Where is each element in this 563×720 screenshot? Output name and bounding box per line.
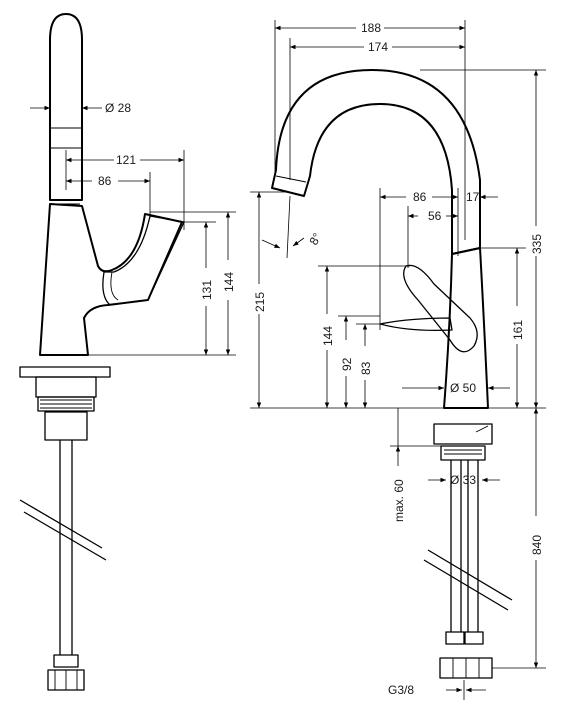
label-83: 83 <box>359 361 373 375</box>
label-161: 161 <box>511 320 525 340</box>
label-92: 92 <box>340 357 354 371</box>
label-131: 131 <box>200 280 214 300</box>
label-215: 215 <box>253 292 267 312</box>
label-8-degree: 8° <box>306 230 324 247</box>
front-base-plate <box>433 423 493 445</box>
label-144-mid: 144 <box>321 326 335 346</box>
label-86-left: 86 <box>98 174 112 188</box>
side-view-faucet <box>19 13 185 691</box>
side-spout <box>49 13 83 201</box>
front-spout <box>271 69 481 255</box>
label-56: 56 <box>428 209 442 223</box>
front-hoses <box>450 460 479 632</box>
label-max-60: max. 60 <box>392 479 406 522</box>
label-diameter-28: Ø 28 <box>105 101 131 115</box>
label-840: 840 <box>530 535 544 555</box>
label-86-mid: 86 <box>413 190 427 204</box>
label-144-left: 144 <box>222 272 236 292</box>
side-body <box>39 203 183 356</box>
label-diameter-33: Ø 33 <box>450 473 476 487</box>
label-335: 335 <box>530 234 544 254</box>
label-121: 121 <box>116 153 136 167</box>
dimension-labels: Ø 28 121 86 131 144 188 174 335 215 8° 8… <box>98 21 544 697</box>
label-diameter-50: Ø 50 <box>450 381 476 395</box>
front-view-dimensions <box>250 20 546 700</box>
side-base-plate <box>19 366 111 378</box>
label-174: 174 <box>368 40 388 54</box>
front-lever <box>403 264 478 353</box>
side-lever <box>102 215 185 306</box>
front-view-faucet <box>271 69 513 679</box>
label-188: 188 <box>361 21 381 35</box>
label-g38: G3/8 <box>388 683 414 697</box>
label-17: 17 <box>466 190 480 204</box>
side-view-dimensions <box>30 105 236 356</box>
side-hose <box>59 440 73 655</box>
